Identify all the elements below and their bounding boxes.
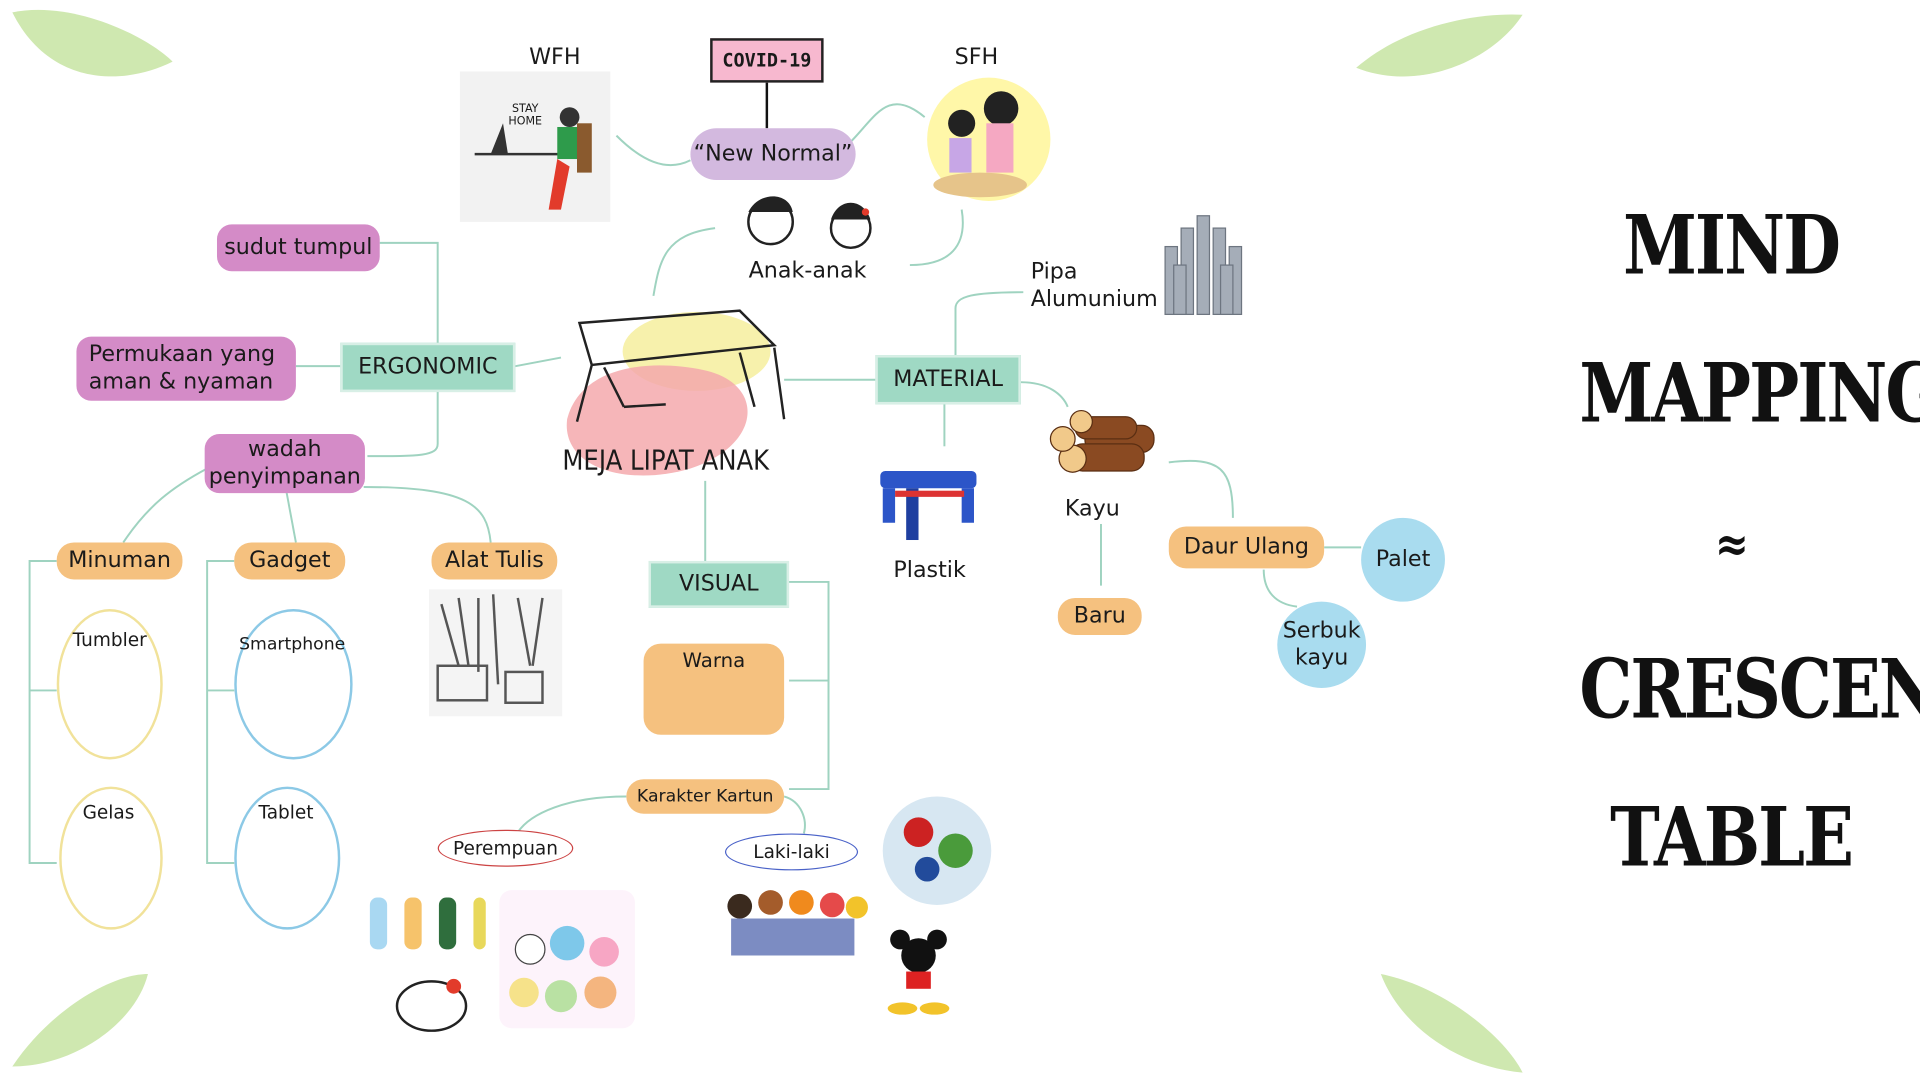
title-line-mind: MIND xyxy=(1623,197,1841,294)
gelas-label: Gelas xyxy=(82,801,135,824)
boys-cartoon-illustration xyxy=(721,887,868,960)
title-line-crescent: CRESCENT xyxy=(1579,641,1920,738)
wadah-node: wadah penyimpanan xyxy=(204,433,365,494)
tablet-label: Tablet xyxy=(258,801,314,824)
stationery-illustration xyxy=(429,589,563,717)
warna-node: Warna xyxy=(643,643,785,735)
central-topic: MEJA LIPAT ANAK xyxy=(562,446,770,478)
kayu-label: Kayu xyxy=(1064,495,1120,522)
permukaan-node: Permukaan yang aman & nyaman xyxy=(76,336,296,401)
perempuan-node: Perempuan xyxy=(437,829,574,867)
smartphone-label: Smartphone xyxy=(239,634,346,655)
new-normal-node: “New Normal” xyxy=(690,128,856,181)
wfh-label: WFH xyxy=(529,44,581,71)
children-illustration xyxy=(747,196,872,250)
folding-table-illustration xyxy=(566,309,786,476)
plastik-label: Plastik xyxy=(893,557,966,584)
ergonomic-node: ERGONOMIC xyxy=(340,342,516,393)
visual-node: VISUAL xyxy=(648,560,790,608)
aluminium-pipes-illustration xyxy=(1164,215,1243,316)
sudut-tumpul-node: sudut tumpul xyxy=(216,224,380,272)
title-line-mapping: MAPPING xyxy=(1579,345,1920,442)
karakter-kartun-node: Karakter Kartun xyxy=(626,779,785,814)
title-line-table: TABLE xyxy=(1610,789,1854,886)
tumbler-circle xyxy=(56,609,163,760)
tumbler-label: Tumbler xyxy=(72,628,147,651)
material-node: MATERIAL xyxy=(875,355,1021,405)
leaf-bottom-right xyxy=(1380,973,1523,1073)
laki-laki-node: Laki-laki xyxy=(724,833,859,871)
sfh-label: SFH xyxy=(954,44,999,71)
palet-node: Palet xyxy=(1361,517,1445,602)
leaf-top-left xyxy=(12,9,173,77)
tablet-circle xyxy=(234,786,341,930)
leaf-bottom-left xyxy=(12,973,148,1067)
princess-illustration xyxy=(369,897,486,950)
wfh-illustration xyxy=(459,71,611,222)
gadget-node: Gadget xyxy=(234,542,346,580)
stay-home-sign: STAY HOME xyxy=(508,103,543,129)
baru-node: Baru xyxy=(1057,597,1142,635)
sfh-illustration xyxy=(927,77,1051,201)
superheroes-illustration xyxy=(882,796,992,905)
daur-ulang-node: Daur Ulang xyxy=(1168,526,1325,569)
plastic-table-illustration xyxy=(880,470,977,541)
smartphone-circle xyxy=(234,609,353,760)
tsum-tsum-illustration xyxy=(499,890,635,1029)
gelas-circle xyxy=(59,786,163,930)
wood-logs-illustration xyxy=(1049,409,1155,473)
pipa-label: Pipa Alumunium xyxy=(1030,258,1158,312)
mickey-illustration xyxy=(887,929,950,1015)
title-line-approx: ≈ xyxy=(1715,515,1749,574)
serbuk-kayu-node: Serbuk kayu xyxy=(1277,601,1367,688)
hello-kitty-illustration xyxy=(395,978,468,1032)
minuman-node: Minuman xyxy=(56,542,183,580)
anak-anak-label: Anak-anak xyxy=(748,257,867,284)
covid-box: COVID-19 xyxy=(710,38,824,83)
leaf-top-right xyxy=(1356,14,1523,77)
alat-tulis-node: Alat Tulis xyxy=(431,542,558,580)
